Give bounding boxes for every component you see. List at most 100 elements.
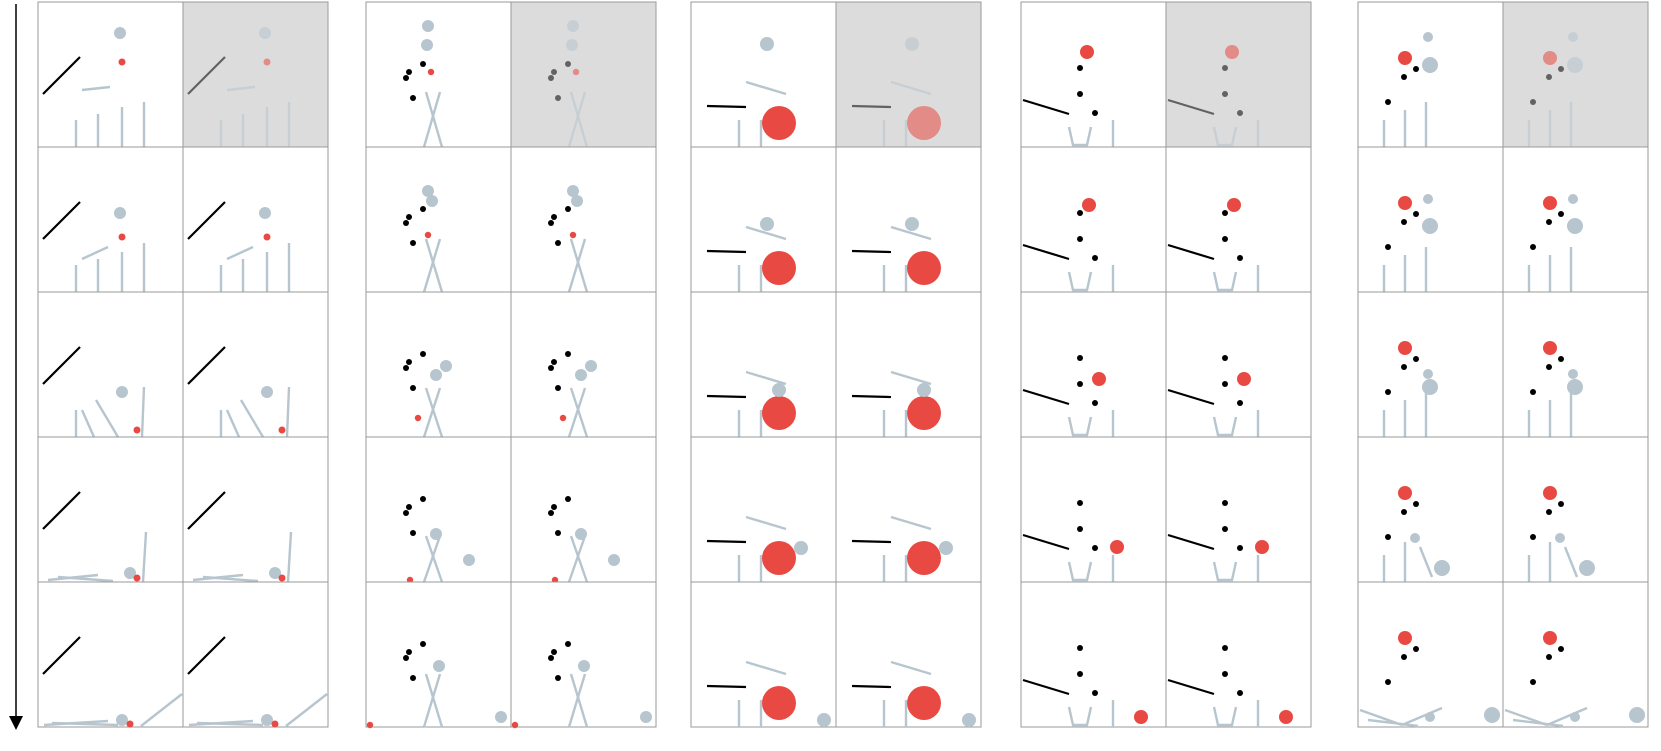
frame-scene: [187, 346, 291, 438]
obstacle-ball: [1410, 533, 1420, 543]
black-dot: [548, 75, 554, 81]
black-dot: [1530, 244, 1536, 250]
rod: [851, 394, 892, 399]
frame-cell: [1165, 291, 1312, 438]
target-ball: [907, 541, 941, 575]
black-dot: [1530, 389, 1536, 395]
frame-scene: [706, 217, 796, 292]
black-dot: [410, 95, 416, 101]
rod: [42, 56, 81, 95]
frame-border: [510, 146, 657, 293]
frame-scene: [1167, 355, 1260, 437]
frame-cell: [365, 291, 512, 438]
frame-cell: [1165, 146, 1312, 293]
frame-scene: [187, 491, 293, 583]
obstacle-ball: [817, 713, 831, 727]
black-dot: [1222, 65, 1228, 71]
obstacle-bar: [226, 85, 256, 92]
obstacle-post: [140, 386, 146, 438]
frame-cell: [1165, 436, 1312, 583]
obstacle-ball: [1568, 32, 1578, 42]
obstacle-bar: [745, 515, 787, 531]
target-ball: [1398, 341, 1412, 355]
frame-cell: [835, 581, 982, 728]
obstacle-cup: [1067, 271, 1093, 292]
frame-cell: [37, 1, 184, 148]
black-dot: [1222, 381, 1228, 387]
obstacle-post: [94, 399, 120, 438]
obstacle-bar: [569, 238, 589, 293]
black-dot: [1092, 400, 1098, 406]
black-dot: [403, 365, 409, 371]
frame-cell: [690, 1, 837, 148]
down-arrow-icon: [9, 716, 23, 730]
frame-border: [510, 581, 657, 728]
frame-border: [37, 146, 184, 293]
black-dot: [1385, 389, 1391, 395]
frame-scene: [1167, 198, 1260, 292]
frame-border: [1502, 581, 1649, 728]
target-ball: [907, 396, 941, 430]
target-ball: [1398, 631, 1412, 645]
obstacle-post: [285, 386, 291, 438]
black-dot: [1530, 99, 1536, 105]
obstacle-bar: [567, 535, 587, 583]
target-ball: [1543, 51, 1557, 65]
target-ball: [1225, 45, 1239, 59]
obstacle-bar: [745, 80, 787, 96]
frame-border: [1502, 291, 1649, 438]
target-ball: [427, 68, 435, 76]
frame-scene: [548, 185, 589, 293]
obstacle-ball: [114, 207, 126, 219]
black-dot: [420, 206, 426, 212]
target-ball: [118, 58, 126, 66]
target-ball: [907, 686, 941, 720]
frame-cell: [182, 581, 329, 728]
rod: [706, 684, 747, 689]
frame-cell: [1020, 291, 1167, 438]
black-dot: [1401, 219, 1407, 225]
black-dot: [1222, 236, 1228, 242]
frame-scene: [1527, 194, 1583, 292]
frame-border: [1020, 1, 1167, 148]
black-dot: [1546, 74, 1552, 80]
obstacle-bar: [569, 91, 589, 148]
target-ball: [414, 414, 422, 422]
obstacle-bar: [81, 85, 111, 92]
frame-scene: [1527, 486, 1595, 582]
obstacle-bar: [285, 693, 328, 727]
black-dot: [1237, 110, 1243, 116]
target-ball: [133, 426, 141, 434]
rod: [187, 346, 226, 385]
rod: [1022, 98, 1070, 116]
frame-cell: [182, 1, 329, 148]
black-dot: [410, 530, 416, 536]
frame-scene: [511, 641, 652, 729]
black-dot: [1077, 210, 1083, 216]
frame-border: [182, 291, 329, 438]
obstacle-bar: [1367, 718, 1419, 728]
frame-scene: [851, 370, 941, 437]
target-ball: [263, 58, 271, 66]
frame-scene: [1359, 631, 1500, 728]
frame-cell: [1357, 581, 1504, 728]
black-dot: [1530, 534, 1536, 540]
obstacle-bar: [569, 535, 589, 583]
obstacle-ball: [571, 195, 583, 207]
black-dot: [565, 351, 571, 357]
rod: [187, 56, 226, 95]
obstacle-bar: [1401, 706, 1443, 727]
black-dot: [1092, 545, 1098, 551]
black-dot: [420, 61, 426, 67]
obstacle-ball: [905, 37, 919, 51]
black-dot: [1385, 534, 1391, 540]
rod: [1167, 678, 1215, 696]
frame-scene: [1022, 198, 1115, 292]
black-dot: [1092, 255, 1098, 261]
frame-scene: [403, 20, 444, 148]
obstacle-cup: [1212, 561, 1238, 582]
rod: [706, 104, 747, 109]
frame-scene: [706, 660, 831, 727]
frame-cell: [510, 581, 657, 729]
target-ball: [559, 414, 567, 422]
